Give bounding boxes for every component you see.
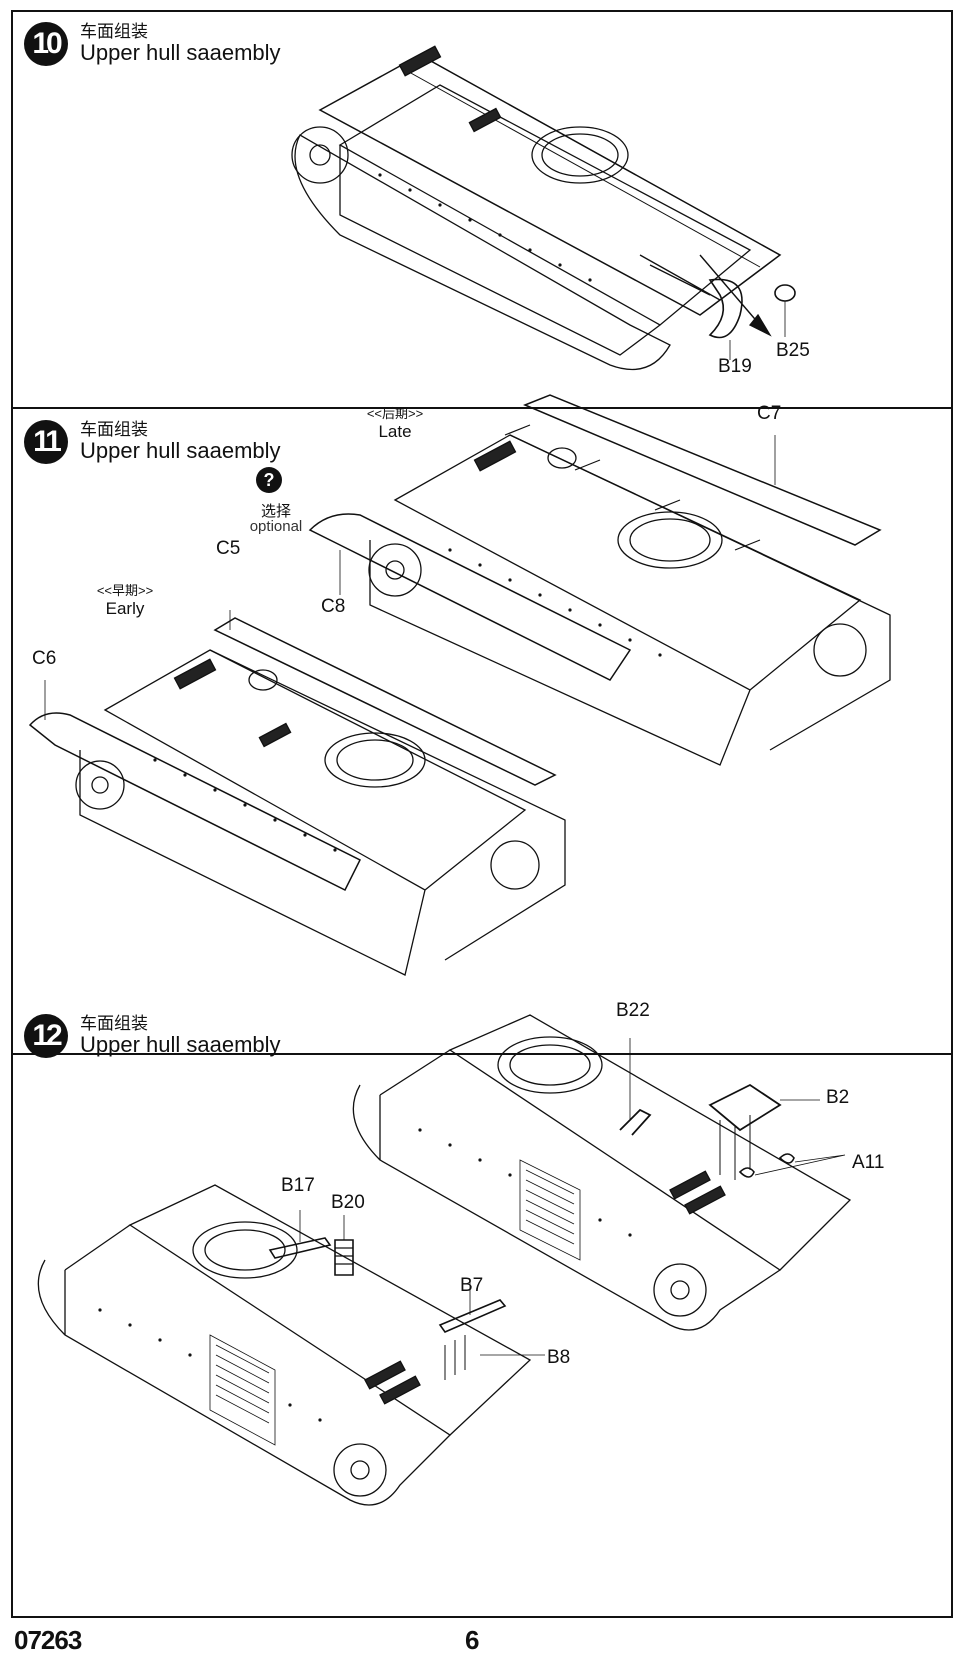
step-title-cn: 车面组装 (80, 21, 148, 41)
product-code: 07263 (14, 1625, 82, 1655)
variant-label-en: Late (378, 422, 412, 441)
step-number-badge: 11 (24, 420, 68, 464)
tank-illustration-step-12-right (340, 1010, 880, 1350)
optional-label-en: optional (249, 518, 303, 535)
part-label: B19 (718, 356, 752, 377)
part-label: B25 (776, 340, 810, 361)
tank-illustration-step-10 (280, 25, 800, 385)
variant-early: <<早期>> Early (85, 580, 165, 619)
part-label: B7 (460, 1275, 484, 1296)
optional-label-cn: 选择 (260, 503, 291, 520)
part-label: C5 (216, 538, 241, 559)
part-label: B17 (281, 1175, 315, 1196)
step-divider (11, 1053, 953, 1055)
variant-label-cn: <<后期>> (366, 406, 424, 421)
part-label: A11 (852, 1152, 885, 1173)
variant-late: <<后期>> Late (360, 403, 430, 442)
part-label: B22 (616, 1000, 650, 1021)
step-divider (11, 407, 953, 409)
tank-illustration-late (300, 390, 910, 780)
part-label: B2 (826, 1087, 850, 1108)
step-title-en: Upper hull saaembly (80, 40, 281, 66)
variant-label-en: Early (105, 599, 145, 618)
page-number: 6 (465, 1625, 480, 1655)
step-title-cn: 车面组装 (80, 1013, 148, 1033)
tank-illustration-early (25, 610, 585, 990)
part-label: B8 (547, 1347, 571, 1368)
part-label: C6 (32, 648, 57, 669)
step-10-header: 10 车面组装 Upper hull saaembly (24, 22, 281, 66)
step-12-header: 12 车面组装 Upper hull saaembly (24, 1014, 281, 1058)
step-title-en: Upper hull saaembly (80, 1032, 281, 1058)
step-title-en: Upper hull saaembly (80, 438, 281, 464)
step-number-badge: 10 (24, 22, 68, 66)
question-icon: ? (256, 467, 282, 493)
part-label: C7 (757, 403, 782, 424)
step-title-cn: 车面组装 (80, 419, 148, 439)
page-frame (11, 10, 953, 1618)
part-label: C8 (321, 596, 346, 617)
part-label: B20 (331, 1192, 365, 1213)
step-number-badge: 12 (24, 1014, 68, 1058)
step-11-header: 11 车面组装 Upper hull saaembly (24, 420, 281, 464)
variant-label-cn: <<早期>> (96, 583, 154, 598)
tank-illustration-step-12-left (30, 1180, 560, 1520)
